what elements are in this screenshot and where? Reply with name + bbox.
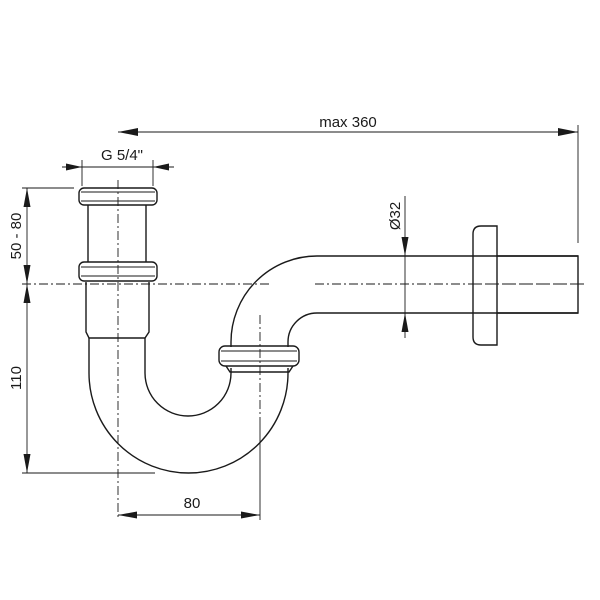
top-nut	[78, 187, 158, 206]
middle-nut	[78, 261, 158, 282]
dimension-vertical: 50 - 80 110	[8, 187, 155, 474]
bend-nut	[218, 345, 300, 373]
inlet-adjust-label: 50 - 80	[8, 213, 25, 260]
dimension-thread: G 5/4"	[62, 147, 174, 186]
max-length-label: max 360	[319, 114, 377, 131]
dimension-offset: 80	[118, 420, 261, 520]
p-bend	[230, 255, 579, 347]
dimension-max-length: max 360	[118, 114, 579, 243]
inlet-sleeve	[85, 282, 150, 339]
wall-flange	[472, 225, 498, 346]
dimension-diameter: Ø32	[387, 196, 409, 338]
inlet-tube	[87, 205, 147, 262]
diameter-label: Ø32	[387, 202, 404, 230]
thread-label: G 5/4"	[101, 147, 143, 164]
offset-label: 80	[184, 495, 201, 512]
u-bend	[88, 338, 289, 474]
drop-height-label: 110	[8, 366, 25, 390]
